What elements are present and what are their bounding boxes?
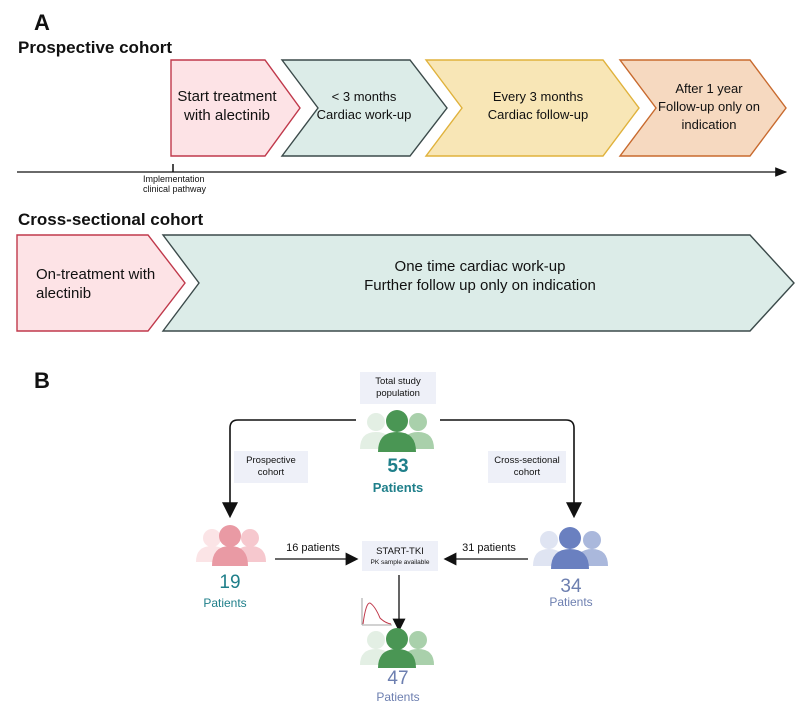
stage-cardiac-followup-line-2: Cardiac follow-up	[487, 107, 589, 122]
prospective-cohort-box: Prospective cohort	[234, 451, 308, 483]
prospective-cohort-title: Prospective cohort	[18, 38, 172, 57]
stage-cardiac-workup-line-1: < 3 months	[331, 89, 397, 104]
stage-after-one-year-line-2: Follow-up only on	[658, 99, 760, 114]
total-box-line-1: Total study	[375, 376, 421, 387]
total-population-people-icon	[360, 410, 434, 452]
cross-stage-on-treatment-shape	[16, 234, 186, 332]
cross-stage-workup-line-2: Further follow up only on indication	[364, 277, 596, 294]
prospective-patients-label: Patients	[203, 596, 247, 610]
left-arrow-label: 16 patients	[286, 542, 340, 554]
timeline-marker-label: Implementation clinical pathway	[143, 174, 206, 194]
stage-after-one-year-line-1: After 1 year	[675, 81, 743, 96]
cross-stage-on-treatment-line-2: alectinib	[36, 285, 92, 302]
total-patients-label: Patients	[372, 480, 424, 495]
cross-stage-on-treatment: On-treatment with alectinib	[36, 265, 155, 303]
stage-after-one-year: After 1 year Follow-up only on indicatio…	[650, 80, 768, 134]
timeline-marker-line-2: clinical pathway	[143, 184, 207, 194]
arrow-to-prospective	[222, 419, 356, 519]
start-tki-box: START-TKI PK sample available	[362, 541, 438, 571]
total-count: 53	[387, 456, 409, 477]
total-box-line-2: population	[376, 388, 420, 399]
prospective-box-line-1: Prospective	[246, 455, 296, 466]
prospective-box-line-2: cohort	[257, 467, 285, 478]
final-people-icon	[360, 628, 434, 668]
total-study-population-box: Total study population	[360, 372, 436, 404]
cross-box-line-2: cohort	[513, 467, 541, 478]
stage-cardiac-workup: < 3 months Cardiac work-up	[308, 88, 420, 124]
cross-stage-workup-shape	[161, 234, 795, 332]
stage-start-treatment-line-2: with alectinib	[184, 107, 270, 124]
start-tki-title: START-TKI	[376, 545, 424, 557]
cross-sectional-patients-label: Patients	[549, 595, 593, 609]
stage-cardiac-followup-shape	[424, 59, 640, 157]
stage-cardiac-followup-line-1: Every 3 months	[492, 89, 584, 104]
cross-box-line-1: Cross-sectional	[494, 455, 560, 466]
timeline-marker-line-1: Implementation	[143, 174, 205, 184]
cross-stage-workup: One time cardiac work-up Further follow …	[300, 257, 660, 295]
stage-start-treatment: Start treatment with alectinib	[171, 87, 283, 137]
pk-curve-icon	[361, 598, 392, 626]
right-arrow-label: 31 patients	[462, 542, 516, 554]
start-tki-subtitle: PK sample available	[370, 558, 430, 566]
stage-cardiac-workup-line-2: Cardiac work-up	[316, 107, 412, 122]
cross-sectional-cohort-box: Cross-sectional cohort	[488, 451, 566, 483]
prospective-people-icon	[196, 525, 266, 566]
arrow-to-cross-sectional	[440, 419, 582, 519]
cross-stage-workup-line-1: One time cardiac work-up	[394, 258, 566, 275]
cross-stage-on-treatment-line-1: On-treatment with	[36, 266, 156, 283]
panel-b-letter: B	[34, 368, 50, 393]
panel-a-letter: A	[34, 10, 50, 35]
cross-sectional-count: 34	[560, 576, 582, 597]
stage-cardiac-followup: Every 3 months Cardiac follow-up	[458, 88, 618, 124]
stage-start-treatment-shape	[170, 59, 301, 157]
stage-after-one-year-shape	[618, 59, 787, 157]
timeline-diagram	[16, 59, 795, 332]
prospective-count: 19	[219, 572, 241, 593]
cross-sectional-cohort-title: Cross-sectional cohort	[18, 210, 204, 229]
stage-start-treatment-line-1: Start treatment	[177, 88, 277, 105]
stage-after-one-year-line-3: indication	[681, 117, 737, 132]
final-count: 47	[387, 668, 409, 689]
final-patients-label: Patients	[376, 690, 420, 704]
stage-cardiac-workup-shape	[280, 59, 448, 157]
cross-sectional-people-icon	[533, 527, 608, 569]
flow-diagram	[196, 410, 608, 668]
